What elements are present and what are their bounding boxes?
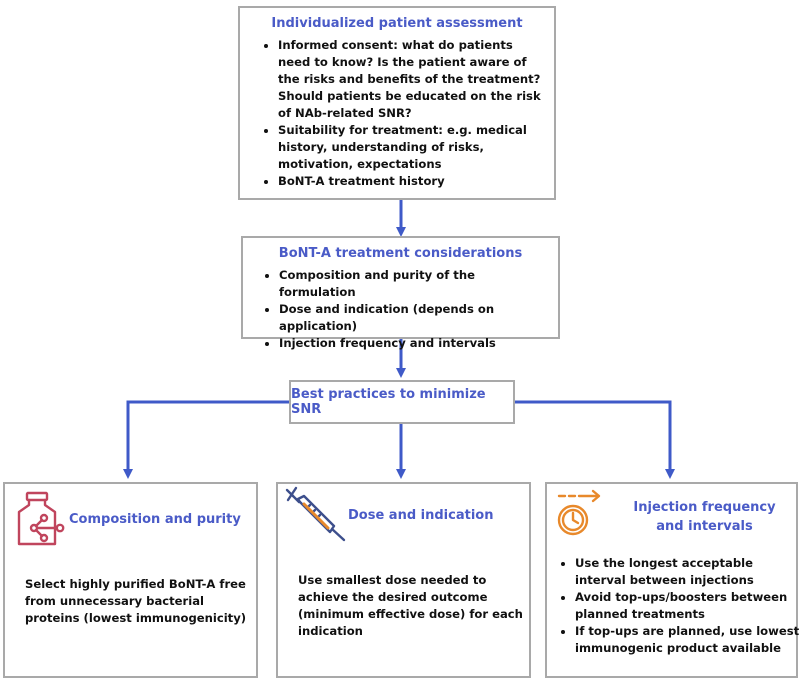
arrow-best-practices-to-frequency (515, 400, 675, 479)
frequency-title: Injection frequency and intervals (617, 498, 792, 536)
assessment-title: Individualized patient assessment (271, 16, 523, 31)
considerations-item-dose: Dose and indication (depends on applicat… (279, 301, 548, 335)
dose-title: Dose and indication (348, 508, 494, 523)
frequency-title-line1: Injection frequency (633, 500, 776, 515)
best-practices-box: Best practices to minimize SNR (289, 380, 515, 424)
considerations-item-composition: Composition and purity of the formulatio… (279, 267, 548, 301)
syringe-icon (285, 486, 346, 542)
considerations-list: Composition and purity of the formulatio… (263, 267, 548, 352)
frequency-box: Injection frequency and intervals Use th… (545, 482, 800, 678)
best-practices-title: Best practices to minimize SNR (291, 387, 486, 417)
composition-box: Composition and purity Select highly pur… (3, 482, 258, 678)
considerations-item-frequency: Injection frequency and intervals (279, 335, 548, 352)
composition-title: Composition and purity (69, 512, 241, 527)
assessment-item-consent: Informed consent: what do patients need … (278, 37, 544, 122)
frequency-item-avoid-topups: Avoid top-ups/boosters between planned t… (575, 589, 800, 623)
clock-arrow-icon (557, 489, 601, 536)
vial-molecule-icon (17, 491, 65, 546)
arrow-best-practices-to-composition (123, 400, 289, 479)
assessment-box: Individualized patient assessment Inform… (238, 6, 556, 200)
considerations-box: BoNT-A treatment considerations Composit… (241, 236, 560, 350)
frequency-item-lowest-immunogenic: If top-ups are planned, use lowest immun… (575, 623, 800, 657)
frequency-title-line2: and intervals (656, 519, 753, 534)
assessment-item-suitability: Suitability for treatment: e.g. medical … (278, 122, 544, 173)
frequency-item-interval: Use the longest acceptable interval betw… (575, 555, 800, 589)
assessment-item-history: BoNT-A treatment history (278, 173, 544, 190)
composition-text: Select highly purified BoNT-A free from … (25, 577, 247, 625)
assessment-list: Informed consent: what do patients need … (262, 37, 544, 190)
frequency-list: Use the longest acceptable interval betw… (559, 555, 800, 657)
considerations-title: BoNT-A treatment considerations (278, 246, 523, 261)
dose-box: Dose and indication Use smallest dose ne… (276, 482, 531, 678)
dose-text: Use smallest dose needed to achieve the … (298, 573, 523, 638)
